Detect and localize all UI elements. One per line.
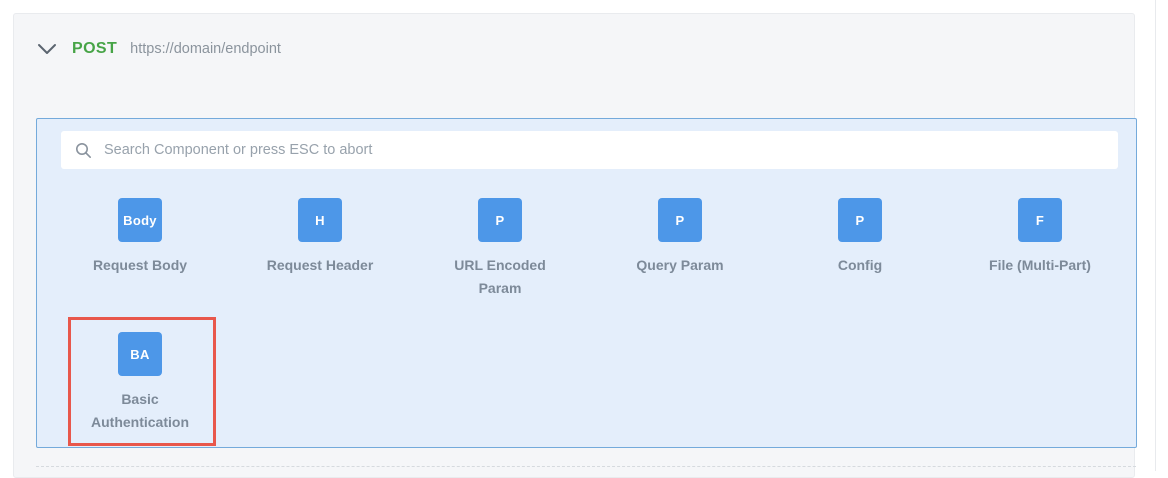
component-item-query-param[interactable]: P Query Param [590,198,770,300]
component-item-request-header[interactable]: H Request Header [230,198,410,300]
component-label: Config [837,257,883,273]
component-badge-icon: H [298,198,342,242]
collapse-chevron-icon[interactable] [37,42,57,56]
component-item-file-multi-part[interactable]: F File (Multi-Part) [950,198,1130,300]
component-item-request-body[interactable]: Body Request Body [50,198,230,300]
component-search-panel: Body Request Body H Request Header P URL… [36,118,1137,448]
component-grid: Body Request Body H Request Header P URL… [50,198,1130,434]
component-label: Request Header [266,257,374,273]
component-badge-icon: P [478,198,522,242]
http-method-label: POST [72,40,118,57]
search-box[interactable] [61,131,1118,169]
component-label: Query Param [636,257,724,273]
search-icon [75,142,92,159]
endpoint-card: POST https://domain/endpoint Body Reques… [13,13,1137,478]
component-badge-icon: F [1018,198,1062,242]
drop-zone-dashed-line [36,466,1136,467]
search-input[interactable] [104,142,1106,158]
pane-divider [1155,0,1156,471]
endpoint-url: https://domain/endpoint [130,41,281,57]
component-item-config[interactable]: P Config [770,198,950,300]
component-badge-icon: P [658,198,702,242]
endpoint-header: POST https://domain/endpoint [14,14,1134,58]
component-badge-icon: Body [118,198,162,242]
component-badge-icon: BA [118,332,162,376]
component-label: Request Body [92,257,188,273]
component-label: File (Multi-Part) [989,257,1091,273]
component-badge-icon: P [838,198,882,242]
